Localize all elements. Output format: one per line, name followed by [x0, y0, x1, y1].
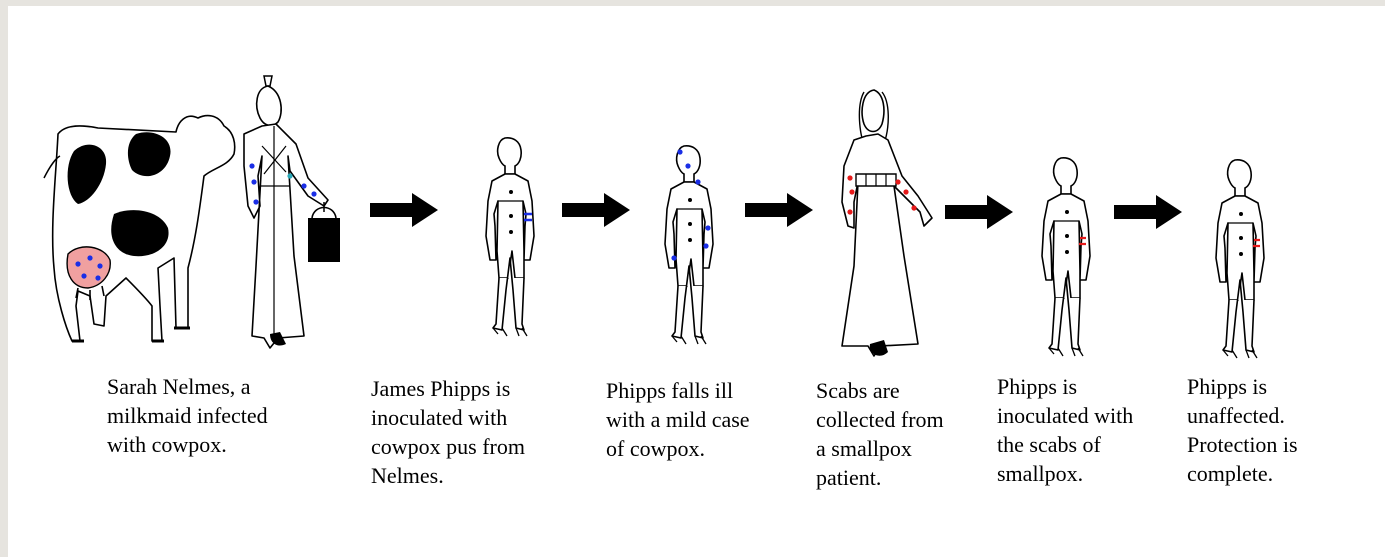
illustration-layer	[8, 6, 1385, 557]
arrow-icon	[562, 193, 630, 227]
arrow-icon	[1114, 195, 1182, 229]
phipps-inoculated-smallpox-figure	[1042, 158, 1090, 356]
caption-phipps-ill: Phipps falls ill with a mild case of cow…	[606, 376, 750, 463]
phipps-inoculated-cowpox-figure	[486, 138, 534, 336]
milkmaid-figure	[244, 76, 340, 348]
cow-figure	[44, 116, 235, 341]
arrow-icon	[945, 195, 1013, 229]
caption-phipps-inoculated-cowpox: James Phipps is inoculated with cowpox p…	[371, 374, 525, 490]
diagram-canvas: Sarah Nelmes, a milkmaid infected with c…	[8, 6, 1385, 557]
caption-phipps-unaffected: Phipps is unaffected. Protection is comp…	[1187, 372, 1298, 488]
arrow-icon	[370, 193, 438, 227]
phipps-ill-figure	[665, 146, 713, 344]
caption-sarah-nelmes: Sarah Nelmes, a milkmaid infected with c…	[107, 372, 268, 459]
phipps-protected-figure	[1216, 160, 1264, 358]
smallpox-patient-figure	[842, 90, 932, 356]
caption-scabs-collected: Scabs are collected from a smallpox pati…	[816, 376, 944, 492]
arrow-icon	[745, 193, 813, 227]
caption-phipps-inoculated-smallpox: Phipps is inoculated with the scabs of s…	[997, 372, 1133, 488]
